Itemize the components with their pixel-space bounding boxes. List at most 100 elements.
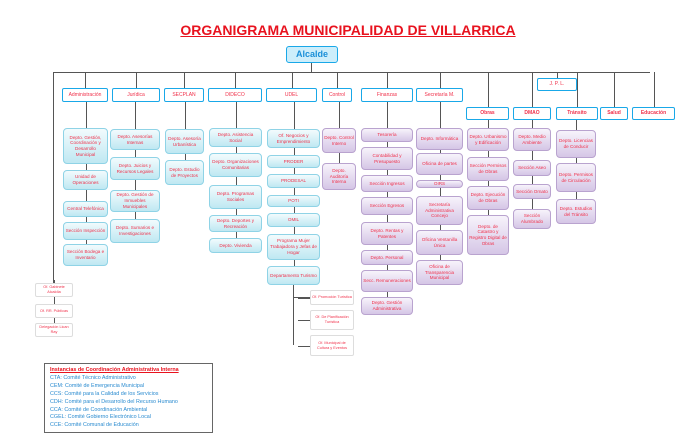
unit-box[interactable]: OIRS: [416, 180, 463, 188]
dept-udel[interactable]: UDEL: [266, 88, 317, 102]
dept-trnsito[interactable]: Tránsito: [556, 107, 598, 120]
connector-line: [85, 72, 86, 88]
unit-box[interactable]: Depto. Permisos de Circulación: [556, 163, 596, 192]
connector-line: [337, 72, 338, 88]
dept-dideco[interactable]: DIDECO: [208, 88, 262, 102]
unit-box[interactable]: Depto. Gestión, Coordinación y Desarroll…: [63, 128, 108, 164]
connector-line: [487, 72, 489, 107]
connector-line: [184, 72, 185, 88]
unit-box[interactable]: Depto. Informática: [416, 128, 463, 150]
unit-box[interactable]: Depto. Vivienda: [209, 238, 262, 253]
alcaldia-unit-box[interactable]: Of. Gabinete Alcaldía: [35, 283, 73, 297]
unit-box[interactable]: Depto. Juicios y Recursos Legales: [110, 157, 160, 180]
dept-dmao[interactable]: DMAO: [513, 107, 551, 120]
legend-item: CCE: Comité Comunal de Educación: [50, 422, 139, 429]
connector-line: [653, 72, 655, 107]
jpl-box[interactable]: J. P. L.: [537, 78, 577, 91]
connector-line: [532, 72, 533, 107]
dept-secplan[interactable]: SECPLAN: [164, 88, 204, 102]
unit-box[interactable]: Depto. Programas Sociales: [209, 185, 262, 209]
connector-line: [439, 72, 441, 88]
unit-box[interactable]: Depto. Ejecución de Obras: [467, 186, 509, 210]
unit-box[interactable]: Sección Aseo: [513, 160, 551, 176]
page-title: ORGANIGRAMA MUNICIPALIDAD DE VILLARRICA: [180, 22, 516, 38]
unit-box[interactable]: Programa Mujer Trabajadora y Jefas de Ho…: [267, 234, 320, 260]
dept-obras[interactable]: Obras: [466, 107, 509, 120]
connector-line: [298, 297, 310, 299]
connector-line: [235, 72, 236, 88]
connector-line: [53, 72, 650, 73]
legend-box: Instancias de Coordinación Administrativ…: [44, 363, 213, 433]
connector-line: [557, 72, 558, 78]
unit-box[interactable]: Depto. Control Interno: [322, 128, 356, 153]
alcalde-box[interactable]: Alcalde: [286, 46, 338, 63]
unit-box[interactable]: Sección Inspección: [63, 222, 108, 240]
unit-box[interactable]: PRODER: [267, 155, 320, 168]
legend-title: Instancias de Coordinación Administrativ…: [50, 367, 179, 373]
legend-item: CTA: Comité Técnico Administrativo: [50, 374, 136, 381]
unit-box[interactable]: Sección Alumbrado: [513, 209, 551, 229]
alcaldia-unit-box[interactable]: Delegación Lican Ray: [35, 323, 73, 337]
sub-unit-box[interactable]: Of. De Planificación Turística: [310, 310, 354, 330]
unit-box[interactable]: Depto. Asesorías Internas: [110, 129, 160, 150]
unit-box[interactable]: Depto. Rentas y Patentes: [361, 222, 413, 245]
unit-box[interactable]: Departamento Turismo: [267, 266, 320, 285]
unit-box[interactable]: Secretaría Administrativa Concejo: [416, 196, 463, 225]
alcaldia-unit-box[interactable]: Of. RR. Públicas: [35, 304, 73, 318]
legend-item: CEM: Comité de Emergencia Municipal: [50, 382, 145, 389]
unit-box[interactable]: Depto. Urbanismo y Edificación: [467, 128, 509, 151]
sub-unit-box[interactable]: Of. Municipal de Cultura y Eventos: [310, 335, 354, 356]
unit-box[interactable]: Contabilidad y Presupuesto: [361, 147, 413, 170]
unit-box[interactable]: Depto. de Catastro y Registro Digital de…: [467, 215, 509, 255]
unit-box[interactable]: OMIL: [267, 213, 320, 227]
connector-line: [298, 345, 310, 347]
unit-box[interactable]: PRODESAL: [267, 174, 320, 188]
connector-line: [387, 72, 388, 88]
unit-box[interactable]: Sección Ingresos: [361, 175, 413, 192]
unit-box[interactable]: Sección Permisos de Obras: [467, 157, 509, 181]
unit-box[interactable]: Unidad de Operaciones: [63, 170, 108, 190]
unit-box[interactable]: Depto. Personal: [361, 250, 413, 265]
unit-box[interactable]: Oficina de partes: [416, 153, 463, 175]
connector-line: [293, 297, 310, 298]
unit-box[interactable]: Depto. Medio Ambiente: [513, 128, 551, 151]
unit-box[interactable]: Depto. Gestión de Inmuebles Municipales: [110, 190, 160, 212]
unit-box[interactable]: Depto. Licencias de Conducir: [556, 130, 596, 158]
unit-box[interactable]: Sección Ornato: [513, 184, 551, 199]
dept-jurdica[interactable]: Jurídica: [112, 88, 160, 102]
legend-item: CGEL: Comité Gobierno Electrónico Local: [50, 414, 151, 421]
connector-line: [298, 320, 310, 321]
dept-salud[interactable]: Salud: [600, 107, 628, 120]
connector-line: [576, 120, 577, 199]
dept-secretaram[interactable]: Secretaría M.: [416, 88, 463, 102]
unit-box[interactable]: Tesorería: [361, 128, 413, 142]
sub-unit-box[interactable]: Of. Promoción Turística: [310, 290, 354, 305]
unit-box[interactable]: Depto. Asesoría Urbanística: [165, 129, 204, 154]
unit-box[interactable]: Depto. Organizaciones Comunitarias: [209, 153, 262, 177]
unit-box[interactable]: Depto. Asistencia Social: [209, 128, 262, 147]
connector-line: [291, 72, 293, 88]
unit-box[interactable]: Depto. Auditoría Interna: [322, 163, 356, 190]
connector-line: [53, 72, 54, 290]
unit-box[interactable]: Oficina de Transparencia Municipal: [416, 260, 463, 285]
unit-box[interactable]: Sección Bodega e Inventario: [63, 244, 108, 266]
unit-box[interactable]: Depto. Estudios del Tránsito: [556, 199, 596, 224]
unit-box[interactable]: Depto. Sumarios e Investigaciones: [110, 219, 160, 243]
dept-control[interactable]: Control: [322, 88, 352, 102]
unit-box[interactable]: Sección Egresos: [361, 197, 413, 215]
unit-box[interactable]: Depto. Deportes y Recreación: [209, 215, 262, 232]
unit-box[interactable]: POTI: [267, 195, 320, 207]
unit-box[interactable]: Secc. Remuneraciones: [361, 270, 413, 292]
unit-box[interactable]: Oficina Ventanilla Única: [416, 230, 463, 255]
legend-item: CDH: Comité para el Desarrollo del Recur…: [50, 398, 178, 405]
unit-box[interactable]: Central Telefónica: [63, 201, 108, 217]
unit-box[interactable]: Depto. Estudio de Proyectos: [165, 160, 204, 185]
unit-box[interactable]: Depto. Gestión Administrativa: [361, 297, 413, 315]
dept-educacin[interactable]: Educación: [632, 107, 675, 120]
connector-line: [311, 63, 312, 72]
legend-item: CCA: Comité de Coordinación Ambiental: [50, 406, 148, 413]
dept-administracin[interactable]: Administración: [62, 88, 108, 102]
dept-finanzas[interactable]: Finanzas: [361, 88, 413, 102]
unit-box[interactable]: Of. Negocios y Emprendimiento: [267, 129, 320, 148]
